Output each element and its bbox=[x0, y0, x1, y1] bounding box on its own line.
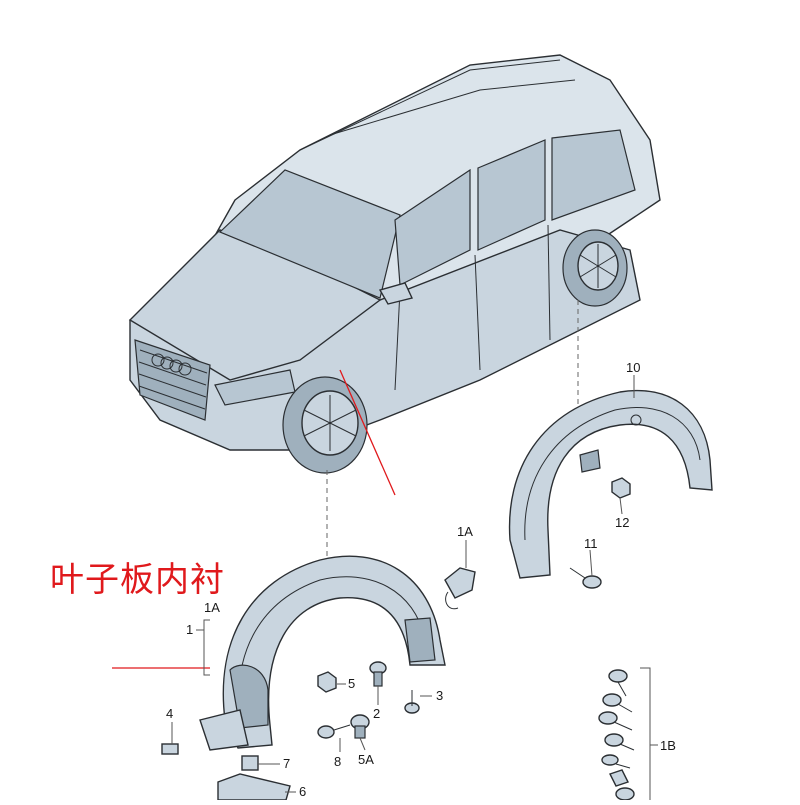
screw-3 bbox=[404, 690, 420, 714]
label-12: 12 bbox=[615, 515, 629, 530]
clip-7 bbox=[241, 755, 259, 771]
label-11: 11 bbox=[584, 536, 598, 551]
label-6: 6 bbox=[299, 784, 306, 799]
label-1a-left: 1A bbox=[204, 600, 220, 615]
screw-8 bbox=[317, 724, 351, 739]
label-1a-top: 1A bbox=[457, 524, 473, 539]
caption-text: 叶子板内衬 bbox=[50, 560, 225, 600]
label-7: 7 bbox=[283, 756, 290, 771]
front-wheel-housing-liner bbox=[199, 555, 446, 751]
bracket-1a-top bbox=[444, 567, 476, 610]
nut-4 bbox=[161, 743, 179, 755]
nut-12 bbox=[611, 477, 631, 499]
label-1b: 1B bbox=[660, 738, 676, 753]
label-5: 5 bbox=[348, 676, 355, 691]
clip-5a bbox=[350, 714, 370, 739]
vehicle-illustration bbox=[128, 54, 661, 474]
leader-lines bbox=[171, 375, 635, 793]
label-1: 1 bbox=[186, 622, 193, 637]
clip-5 bbox=[317, 671, 337, 693]
label-2: 2 bbox=[373, 706, 380, 721]
screw-11 bbox=[569, 567, 602, 589]
bracket-1 bbox=[203, 619, 210, 676]
strip-6 bbox=[217, 773, 291, 801]
fastener-set-1b bbox=[598, 669, 635, 801]
bracket-1b bbox=[640, 667, 651, 800]
label-5a: 5A bbox=[358, 752, 374, 767]
label-10: 10 bbox=[626, 360, 640, 375]
clip-2 bbox=[369, 661, 387, 687]
label-4: 4 bbox=[166, 706, 173, 721]
label-3: 3 bbox=[436, 688, 443, 703]
rear-wheel-housing-liner bbox=[508, 389, 713, 579]
label-8: 8 bbox=[334, 754, 341, 769]
red-pointer-car bbox=[339, 369, 396, 496]
